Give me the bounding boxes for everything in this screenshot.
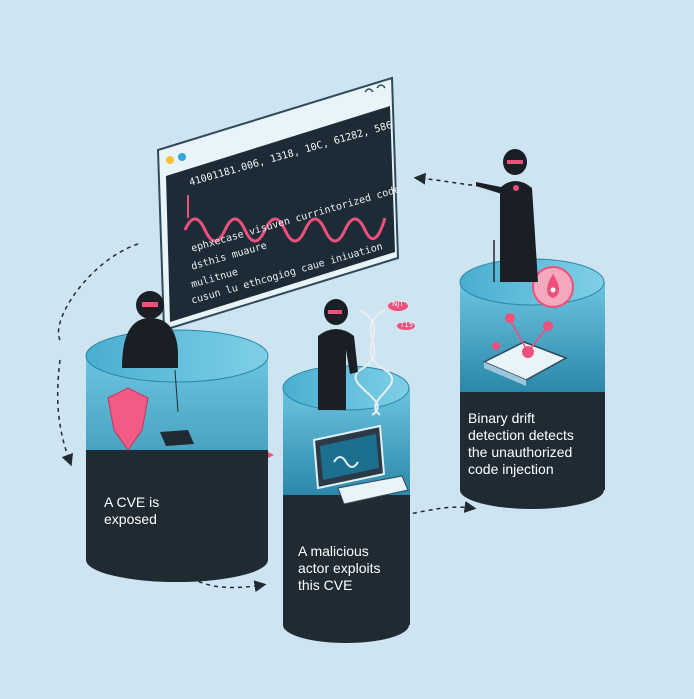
step3-caption-line-3: the unauthorized (468, 444, 573, 460)
dna-tag-1-badge (388, 301, 408, 311)
step3-caption: Binary drift detection detects the unaut… (468, 410, 574, 478)
cable-line (174, 369, 179, 413)
step2-cylinder (282, 299, 415, 643)
arrow-window-to-step1 (57, 243, 139, 341)
laptop-icon (312, 424, 409, 505)
step3-caption-line-1: Binary drift (468, 410, 535, 426)
alert-badge-icon (532, 266, 574, 308)
dna-tag-2-label: T15 (400, 321, 414, 329)
arrow-step2-to-step3 (404, 501, 477, 516)
step2-caption-line-3: this CVE (298, 577, 353, 593)
window-dot-yellow-icon (166, 156, 174, 164)
hacker-sitting-icon (122, 291, 178, 368)
step3-caption-line-4: code injection (468, 461, 554, 477)
terminal-window (156, 76, 400, 332)
step3-caption-line-2: detection detects (468, 427, 574, 443)
hacker-pointing-icon (476, 149, 538, 282)
step2-caption-line-1: A malicious (298, 543, 369, 559)
step3-cylinder (459, 149, 605, 509)
circuit-board-icon (482, 313, 568, 386)
dna-tag-2-badge (397, 322, 415, 330)
hacker-standing-icon (318, 299, 358, 410)
window-dot-blue-icon (178, 153, 186, 161)
gem-icon (107, 387, 149, 451)
arrow-step1-down (56, 359, 73, 467)
step1-cylinder (85, 291, 269, 582)
device-icon (160, 430, 194, 446)
step1-caption-line-1: A CVE is (104, 494, 160, 510)
step1-caption: A CVE is exposed (104, 494, 159, 528)
signal-wave (183, 217, 387, 243)
step2-caption: A malicious actor exploits this CVE (298, 543, 380, 594)
dna-helix-icon (354, 309, 394, 416)
arrow-head-pink-left (62, 352, 64, 358)
arrow-step3-to-window (413, 172, 481, 187)
dna-tag-1-label: NJT (392, 300, 404, 308)
window-controls-icon (364, 84, 386, 93)
step2-caption-line-2: actor exploits (298, 560, 381, 576)
step1-caption-line-2: exposed (104, 511, 157, 527)
